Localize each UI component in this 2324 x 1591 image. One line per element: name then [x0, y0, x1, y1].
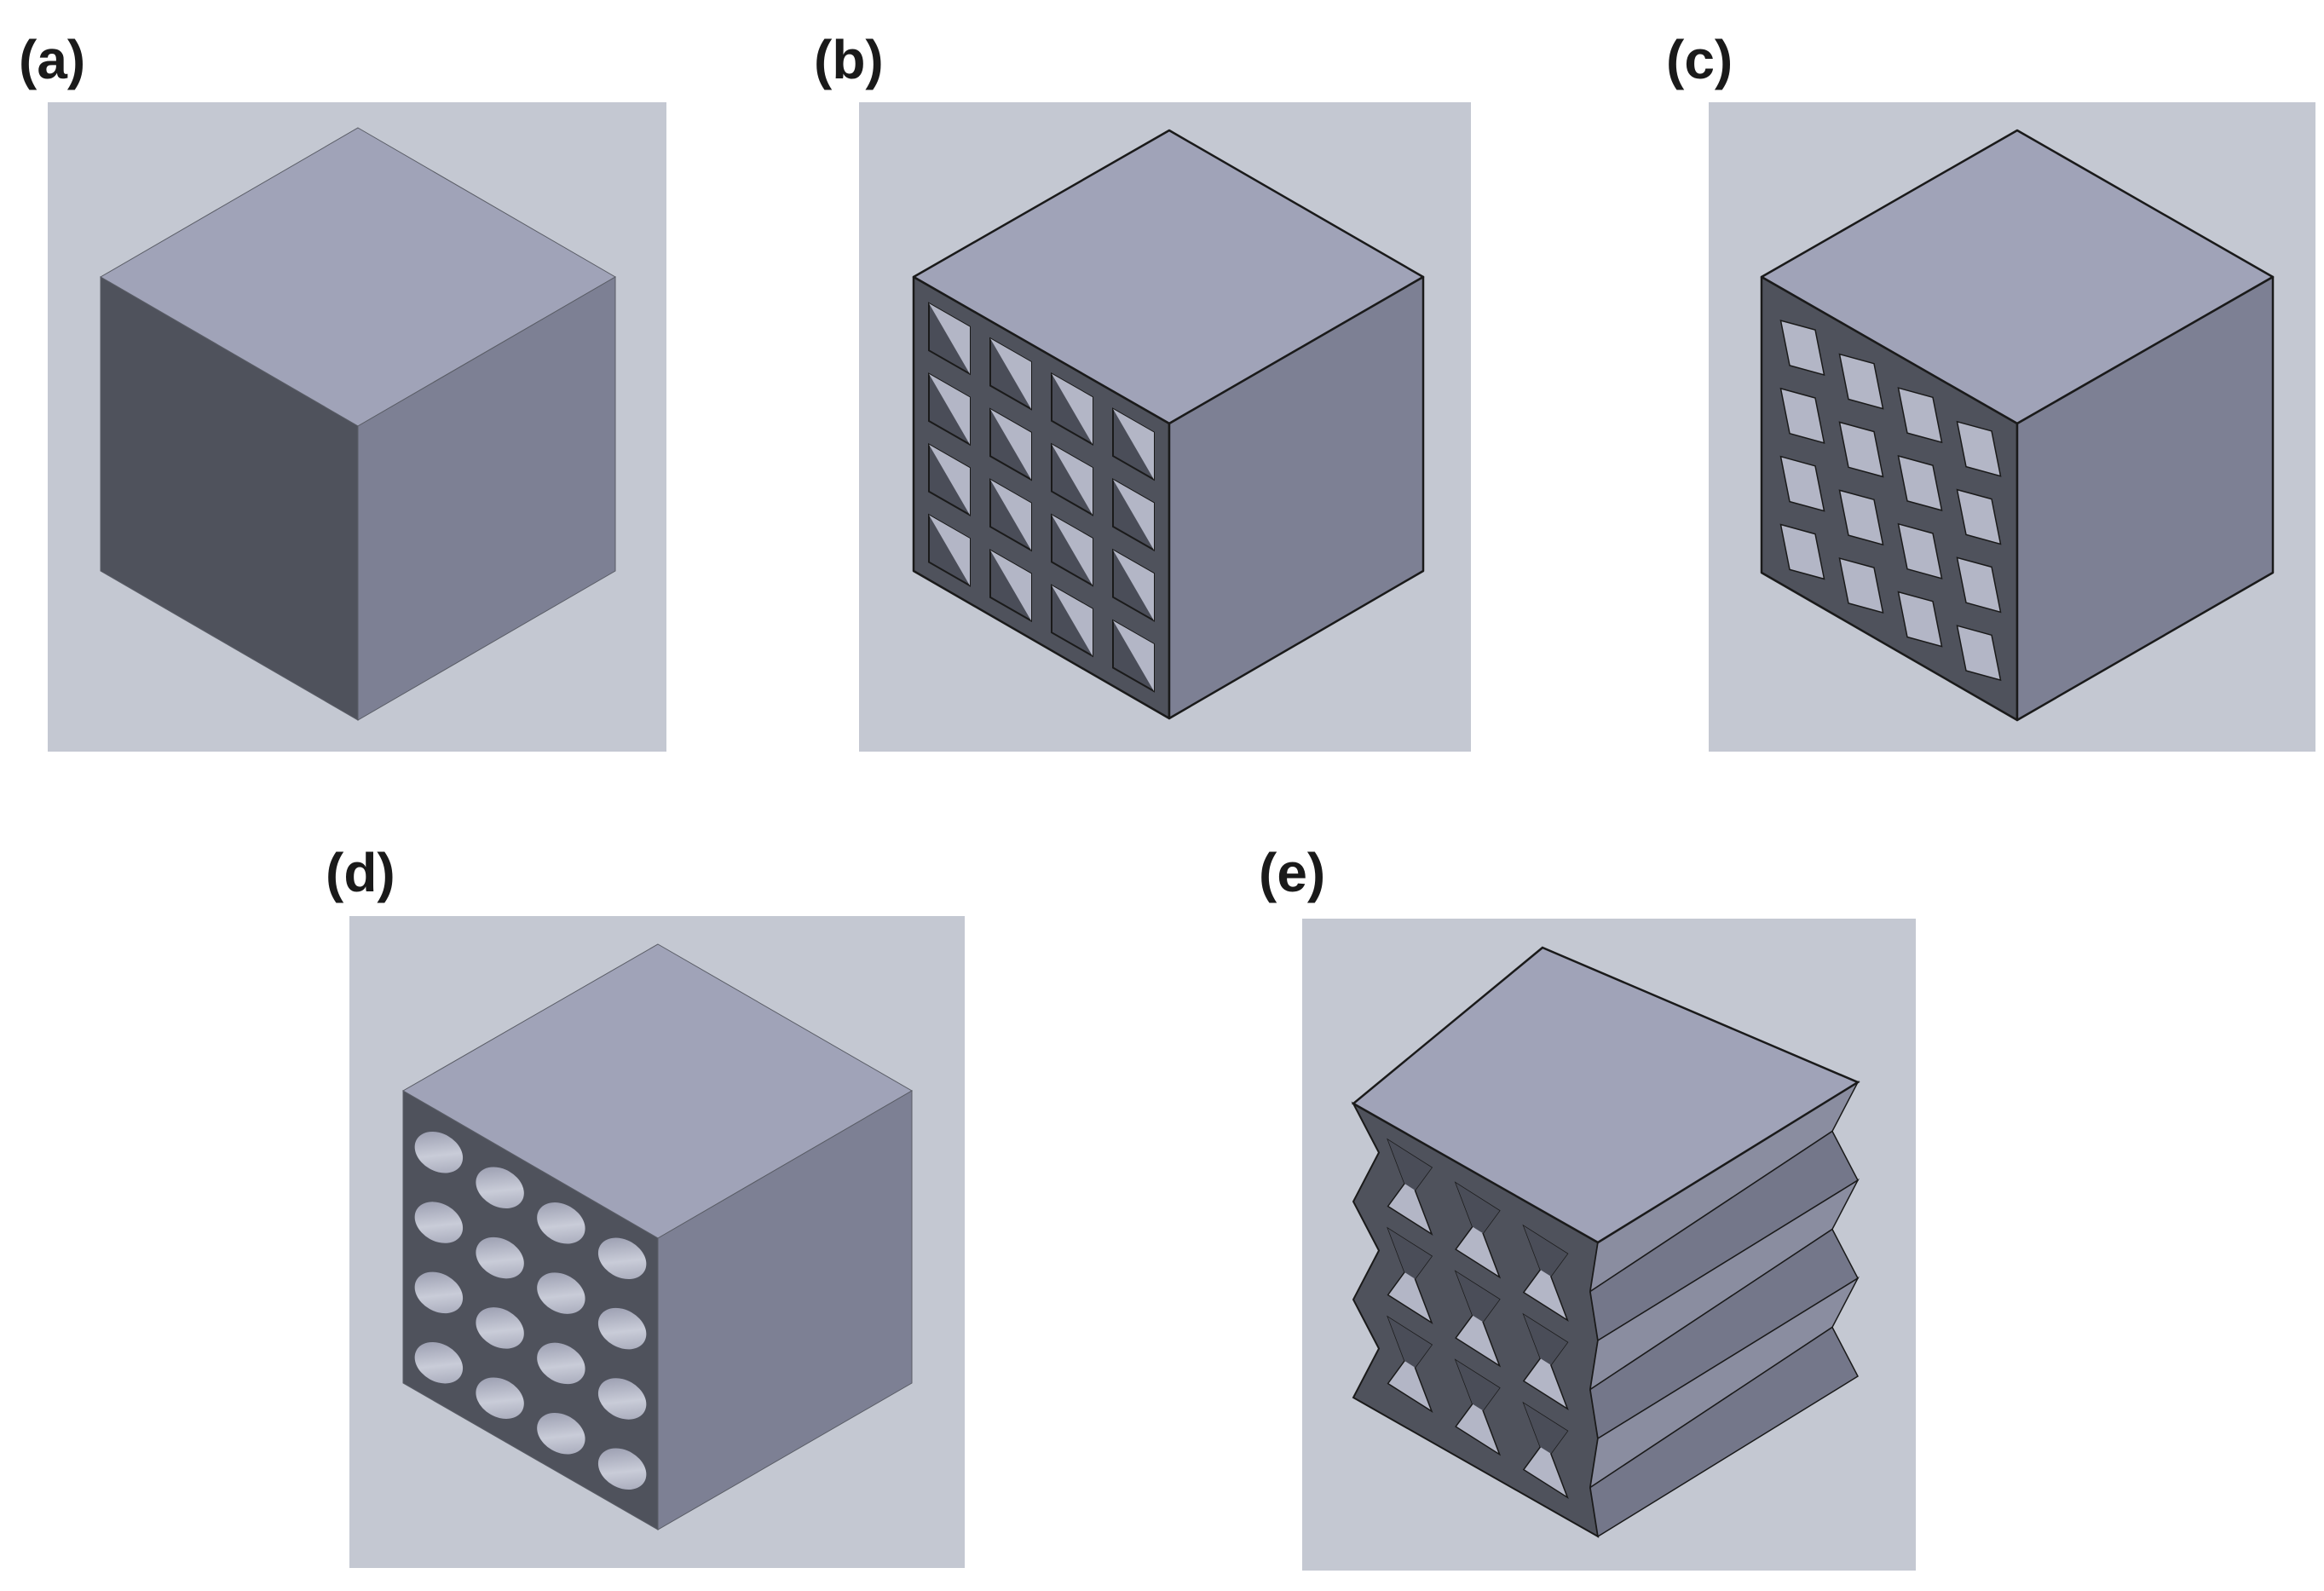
diamond-hole: [1838, 353, 1884, 410]
square-hole-lit-wall: [1052, 585, 1093, 656]
panel-label-c: (c): [1666, 29, 1733, 90]
square-hole-lit-wall: [990, 479, 1031, 551]
re-entrant-hole-shadow: [1523, 1225, 1568, 1277]
square-hole-lit-wall: [1113, 479, 1154, 551]
re-entrant-hole-shadow: [1456, 1271, 1500, 1323]
square-hole-lit-wall: [1113, 550, 1154, 621]
circular-hole: [476, 1167, 524, 1209]
square-hole-lit-wall: [990, 409, 1031, 480]
diamond-hole: [1779, 320, 1825, 377]
diamond-hole: [1956, 488, 2002, 545]
circular-hole: [414, 1341, 464, 1384]
circular-hole: [414, 1131, 464, 1173]
square-hole-lit-wall: [990, 550, 1031, 621]
panel-label-b: (b): [814, 29, 884, 90]
square-hole-lit-wall: [1052, 373, 1093, 445]
circular-hole: [476, 1236, 524, 1279]
cube-d-hole-grid: [414, 1131, 647, 1490]
cube-a-right-face: [357, 276, 616, 721]
diamond-hole: [1956, 556, 2002, 614]
re-entrant-hole-shadow: [1456, 1183, 1500, 1234]
diamond-hole: [1779, 455, 1825, 512]
circular-hole: [476, 1307, 524, 1349]
square-hole-lit-wall: [929, 373, 970, 445]
diamond-hole: [1956, 625, 2002, 682]
diamond-hole: [1897, 522, 1943, 579]
panel-label-a: (a): [19, 29, 86, 90]
circular-hole: [597, 1378, 647, 1420]
re-entrant-hole-shadow: [1523, 1403, 1568, 1454]
cube-e-right-band: [1589, 1326, 1859, 1538]
diamond-hole: [1838, 421, 1884, 478]
re-entrant-hole-shadow: [1387, 1228, 1432, 1279]
diamond-hole: [1779, 387, 1825, 444]
diamond-hole: [1897, 387, 1943, 444]
cube-b-right-face: [1168, 275, 1425, 720]
diamond-hole: [1956, 420, 2002, 477]
square-hole-lit-wall: [990, 338, 1031, 409]
square-hole-lit-wall: [1113, 408, 1154, 480]
square-hole-lit-wall: [929, 303, 970, 374]
diamond-hole: [1838, 557, 1884, 614]
circular-hole: [476, 1377, 524, 1419]
circular-hole: [537, 1272, 585, 1314]
circular-hole: [537, 1202, 585, 1244]
re-entrant-hole-shadow: [1456, 1360, 1500, 1411]
cube-c-hole-grid: [1779, 320, 2002, 682]
circular-hole: [597, 1237, 647, 1280]
square-hole-lit-wall: [929, 515, 970, 586]
circular-hole: [414, 1202, 464, 1243]
re-entrant-hole-shadow: [1523, 1314, 1568, 1365]
diamond-hole: [1838, 489, 1884, 546]
diamond-hole: [1897, 591, 1943, 648]
circular-hole: [597, 1307, 647, 1350]
square-hole-lit-wall: [1052, 515, 1093, 585]
diamond-hole: [1897, 454, 1943, 511]
re-entrant-hole-shadow: [1387, 1139, 1432, 1190]
diamond-hole: [1779, 523, 1825, 580]
cube-e-top-face: [1351, 946, 1860, 1244]
square-hole-lit-wall: [1052, 444, 1093, 516]
cube-d-right-face: [657, 1090, 913, 1530]
cube-e-body: [1351, 946, 1860, 1538]
panel-label-e: (e): [1259, 842, 1326, 903]
circular-hole: [537, 1412, 585, 1455]
circular-hole: [537, 1342, 585, 1385]
square-hole-lit-wall: [929, 444, 970, 516]
panel-label-d: (d): [326, 842, 395, 903]
circular-hole: [597, 1448, 647, 1490]
circular-hole: [414, 1271, 464, 1314]
cube-b-hole-grid: [928, 302, 1155, 693]
square-hole-lit-wall: [1113, 620, 1154, 691]
cube-c-right-face: [2015, 275, 2275, 722]
re-entrant-hole-shadow: [1387, 1317, 1432, 1368]
